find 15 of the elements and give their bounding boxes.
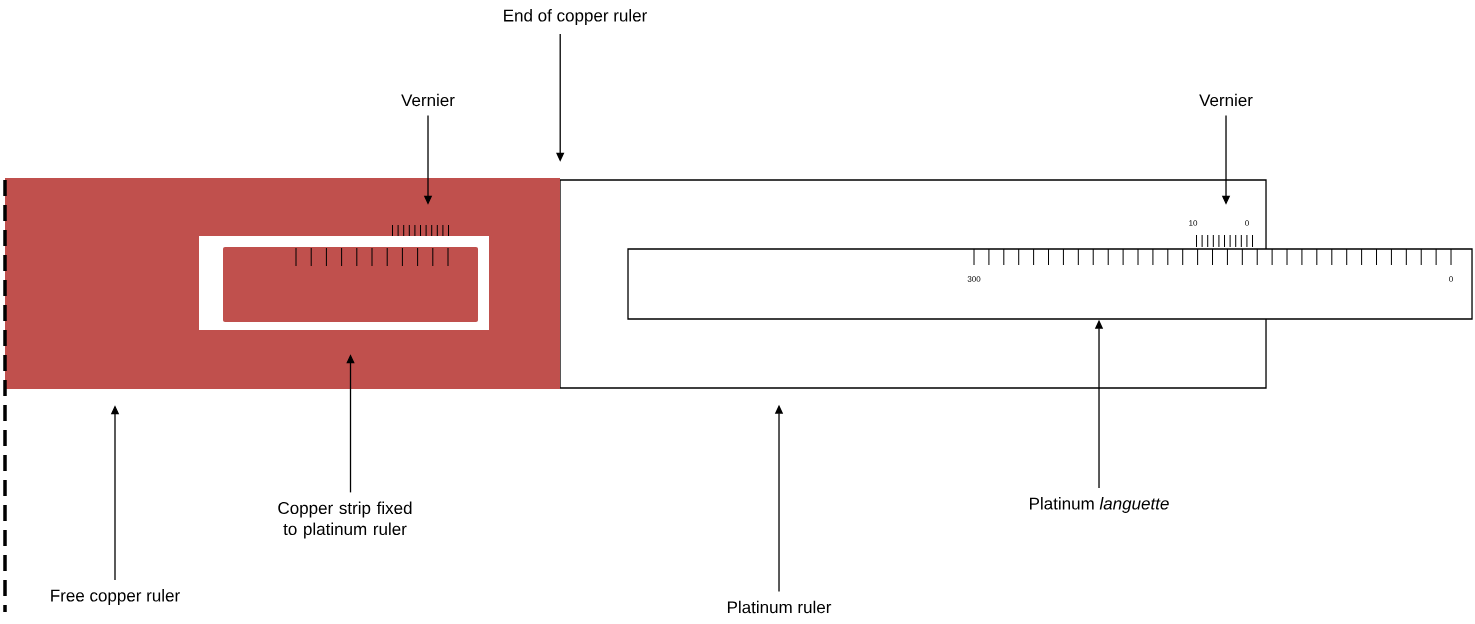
callout-label: Platinum ruler <box>727 600 832 614</box>
callout-label: Vernier <box>1199 93 1253 107</box>
vernier-scale <box>392 224 449 237</box>
platinum-languette <box>627 248 1473 320</box>
scale-number: 10 <box>1189 220 1198 226</box>
callout-label: Vernier <box>401 93 455 107</box>
scale-number: 300 <box>967 276 981 282</box>
vernier-scale <box>1196 234 1253 248</box>
scale-number: 0 <box>1245 220 1249 226</box>
callout-label: End of copper ruler <box>504 9 647 25</box>
copper-strip <box>223 247 478 322</box>
scale-number: 0 <box>1449 276 1453 282</box>
callout-label: Free copper ruler <box>51 589 180 605</box>
callout-label: Copper strip fixed to platinum ruler <box>278 501 412 539</box>
callout-label: Platinum languette <box>1030 497 1169 513</box>
